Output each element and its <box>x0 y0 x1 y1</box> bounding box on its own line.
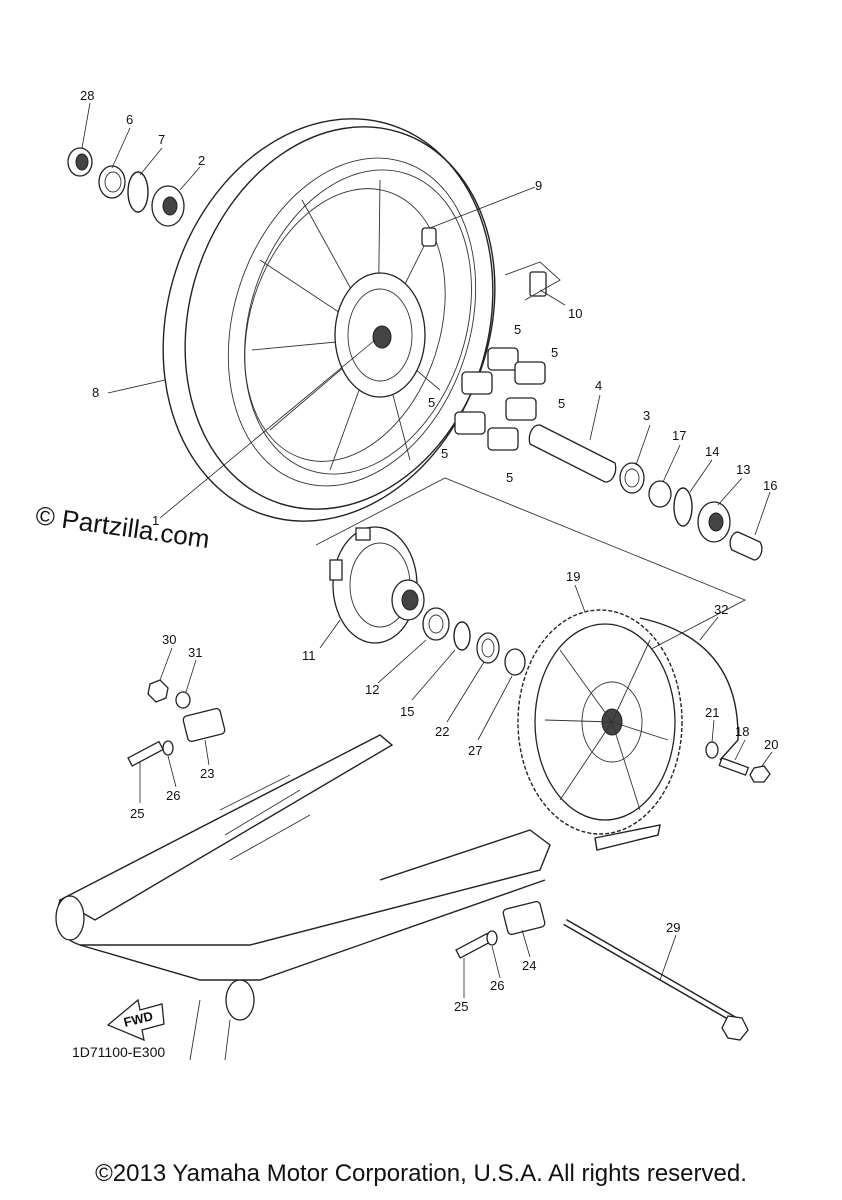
callout-5: 5 <box>558 396 565 411</box>
nut <box>147 679 169 703</box>
callout-25: 25 <box>130 806 144 821</box>
callout-5: 5 <box>441 446 448 461</box>
washer <box>175 691 191 709</box>
callout-2: 2 <box>198 153 205 168</box>
callout-7: 7 <box>158 132 165 147</box>
adjuster-bolts <box>127 740 498 959</box>
callout-26: 26 <box>166 788 180 803</box>
callout-26: 26 <box>490 978 504 993</box>
copyright: ©2013 Yamaha Motor Corporation, U.S.A. A… <box>95 1160 747 1187</box>
callout-5: 5 <box>514 322 521 337</box>
callout-18: 18 <box>735 724 749 739</box>
callout-31: 31 <box>188 645 202 660</box>
fwd-arrow-icon: FWD <box>106 998 165 1042</box>
callout-29: 29 <box>666 920 680 935</box>
callout-5: 5 <box>428 395 435 410</box>
callout-14: 14 <box>705 444 719 459</box>
callout-30: 30 <box>162 632 176 647</box>
callout-1: 1 <box>152 513 159 528</box>
callout-12: 12 <box>365 682 379 697</box>
adjuster-block-left <box>182 707 226 743</box>
callout-27: 27 <box>468 743 482 758</box>
callout-32: 32 <box>714 602 728 617</box>
leader-lines <box>81 102 773 998</box>
callout-5: 5 <box>506 470 513 485</box>
middle-bearing-set <box>422 607 526 676</box>
callout-15: 15 <box>400 704 414 719</box>
callout-numbers: 28 6 7 2 9 10 8 5 5 5 5 5 5 4 3 17 14 13… <box>80 88 778 1014</box>
callout-21: 21 <box>705 705 719 720</box>
callout-3: 3 <box>643 408 650 423</box>
clip-part <box>504 261 561 301</box>
callout-20: 20 <box>764 737 778 752</box>
rear-axle <box>563 918 749 1041</box>
callout-6: 6 <box>126 112 133 127</box>
callout-25: 25 <box>454 999 468 1014</box>
swingarm <box>55 734 551 1061</box>
adjuster-block-right <box>502 900 546 936</box>
svg-text:FWD: FWD <box>122 1008 154 1030</box>
callout-11: 11 <box>302 648 316 663</box>
left-bearing-set <box>67 147 185 227</box>
callout-10: 10 <box>568 306 582 321</box>
callout-16: 16 <box>763 478 777 493</box>
callout-28: 28 <box>80 88 94 103</box>
callout-17: 17 <box>672 428 686 443</box>
callout-22: 22 <box>435 724 449 739</box>
callout-13: 13 <box>736 462 750 477</box>
rear-wheel <box>162 118 496 522</box>
right-spacer-set <box>528 424 763 561</box>
callout-8: 8 <box>92 385 99 400</box>
callout-5: 5 <box>551 345 558 360</box>
diagram-code: 1D71100-E300 <box>72 1044 166 1060</box>
drive-belt <box>594 617 739 851</box>
clutch-hub <box>329 526 425 644</box>
callout-4: 4 <box>595 378 602 393</box>
hub-dampers <box>454 347 546 451</box>
callout-19: 19 <box>566 569 580 584</box>
callout-24: 24 <box>522 958 536 973</box>
rear-pulley <box>517 609 683 835</box>
pulley-bolt-set <box>705 741 771 783</box>
callout-23: 23 <box>200 766 214 781</box>
callout-9: 9 <box>535 178 542 193</box>
